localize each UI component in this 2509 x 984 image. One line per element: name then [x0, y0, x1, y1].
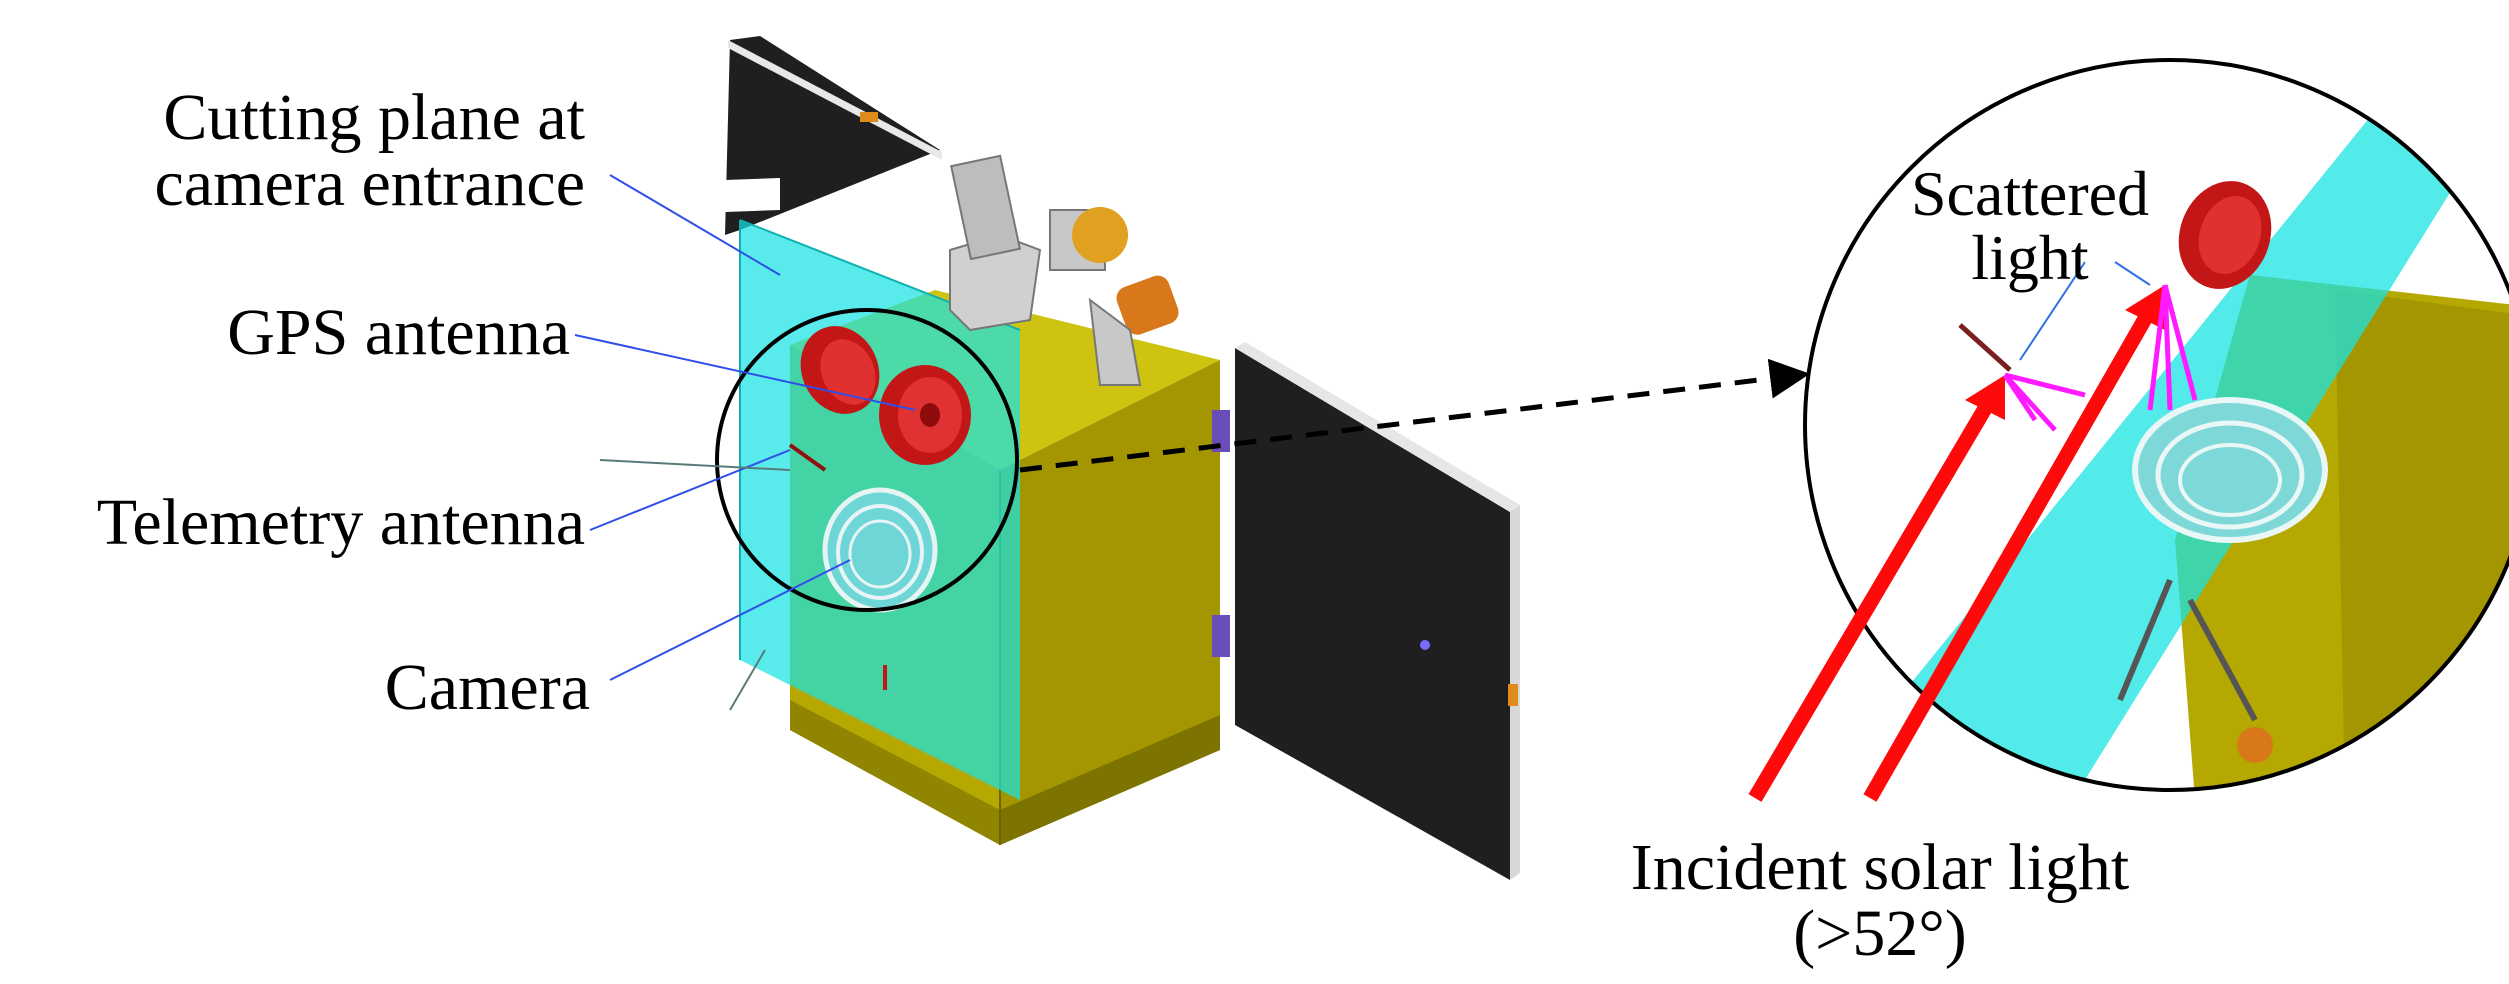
label-incident-line2: (>52°): [1793, 897, 1967, 970]
scattered-light-leader: [2019, 261, 2086, 361]
gps-antenna: [800, 326, 971, 465]
label-scattered-line2: light: [1971, 222, 2089, 293]
label-camera: Camera: [384, 651, 590, 724]
satellite-assembly: [715, 36, 1520, 880]
scattered-light-arrows: [2002, 284, 2198, 432]
label-incident-light: Incident solar light (>52°): [1560, 835, 2200, 967]
label-telemetry-antenna: Telemetry antenna: [96, 486, 585, 559]
zoom-circle-border: [1803, 58, 2509, 792]
label-cutting-plane-line1: Cutting plane at: [163, 81, 585, 154]
zoom-pointer-line: [1019, 358, 1810, 473]
telemetry-antenna: [788, 443, 827, 472]
label-leader-lines: [574, 174, 916, 681]
label-incident-line1: Incident solar light: [1630, 831, 2130, 904]
right-solar-panel: [1235, 342, 1520, 880]
panel-hinges: [1212, 410, 1230, 657]
zoom-region-circle: [715, 308, 1019, 612]
camera-baffle: [822, 487, 938, 690]
top-payload: [949, 154, 1179, 386]
label-scattered-line1: Scattered: [1910, 158, 2150, 229]
left-solar-panel: [725, 36, 942, 235]
gray-reference-lines: [599, 459, 791, 711]
scattered-light-leader-2: [2114, 261, 2151, 286]
label-gps-antenna: GPS antenna: [227, 296, 570, 369]
label-cutting-plane-line2: camera entrance: [154, 147, 585, 220]
incident-light-arrows: [1748, 285, 2165, 802]
label-scattered-light: Scattered light: [1860, 162, 2200, 290]
label-cutting-plane: Cutting plane at camera entrance: [40, 85, 585, 217]
